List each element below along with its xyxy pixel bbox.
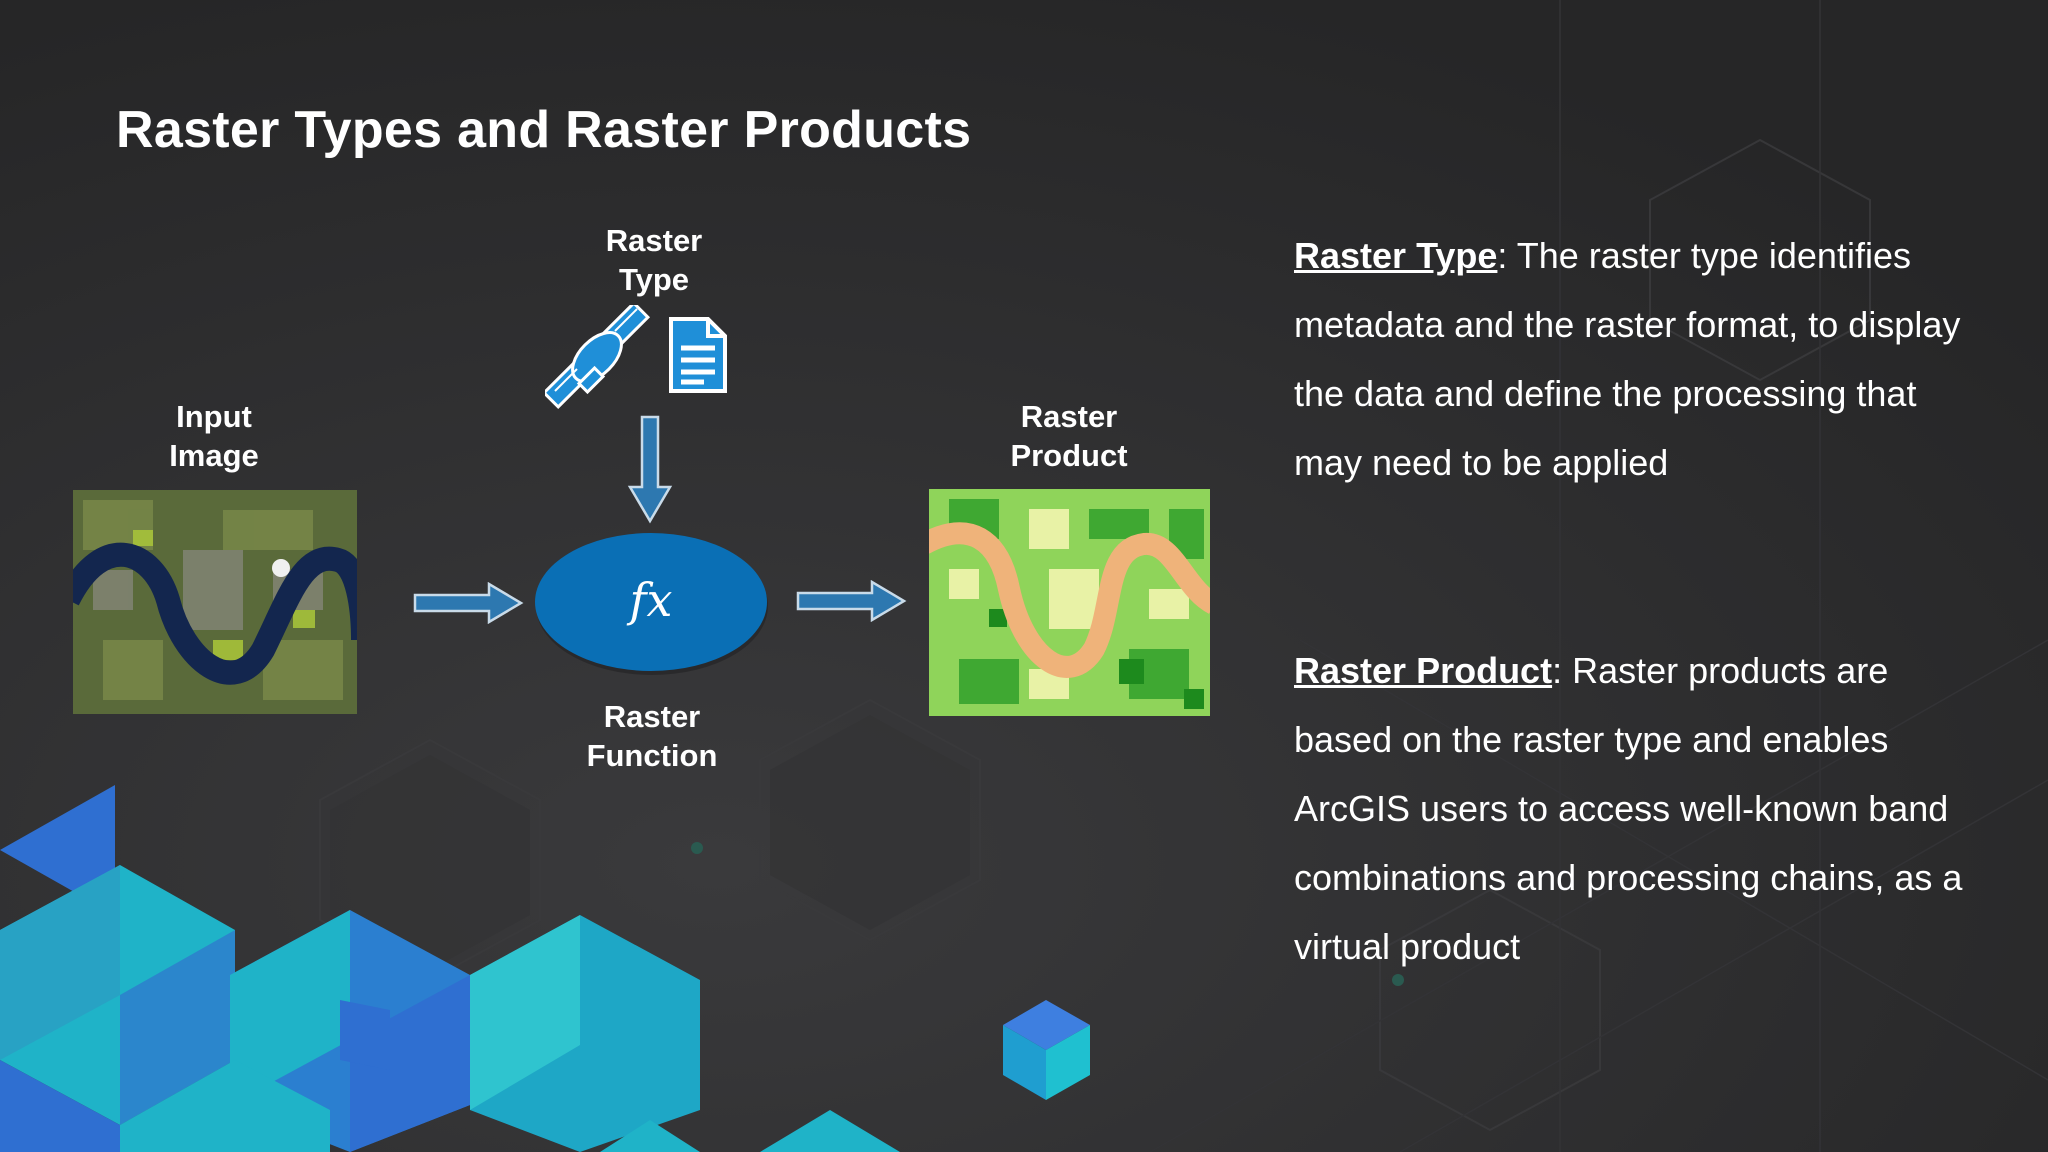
input-image-label: Input Image [169,399,259,473]
raster-product-text: : Raster products are based on the raste… [1294,650,1963,967]
raster-product-term: Raster Product [1294,650,1553,691]
input-to-function-arrow [413,582,524,624]
raster-product-thumbnail [929,489,1210,716]
raster-type-down-arrow [627,415,673,524]
document-icon [669,317,727,393]
function-symbol: fx [627,573,673,627]
raster-type-description: Raster Type: The raster type identifies … [1294,221,1994,497]
raster-function-node: fx [535,533,768,675]
function-to-product-arrow [796,580,907,622]
raster-type-term: Raster Type [1294,235,1498,276]
input-image-thumbnail [73,490,357,714]
raster-product-label: Raster Product [1010,399,1128,473]
slide-title: Raster Types and Raster Products [116,101,972,159]
raster-product-description: Raster Product: Raster products are base… [1294,636,1994,981]
satellite-icon [545,305,651,410]
raster-type-label: Raster Type [605,223,703,297]
raster-type-text: : The raster type identifies metadata an… [1294,235,1961,483]
raster-function-label: Raster Function [586,699,718,773]
